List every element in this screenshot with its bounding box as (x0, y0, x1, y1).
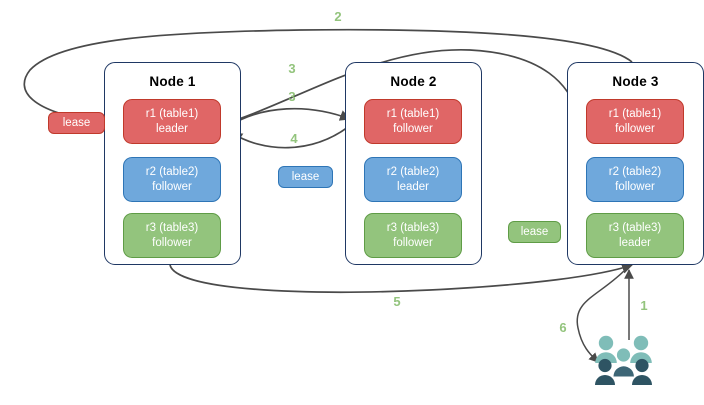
replica-name: r2 (table2) (145, 166, 199, 178)
replica-role: follower (152, 180, 192, 193)
replica-role: leader (397, 180, 429, 193)
replica-node2-r1[interactable]: r1 (table1) follower (364, 99, 462, 144)
node-card-node2[interactable]: Node 2 r1 (table1) follower r2 (table2) … (345, 62, 482, 265)
replica-role: follower (152, 236, 192, 249)
replica-name: r2 (table2) (608, 166, 662, 178)
node-title: Node 1 (149, 74, 196, 89)
replica-name: r1 (table1) (386, 108, 440, 120)
replica-role: follower (615, 122, 655, 135)
replica-node1-r3[interactable]: r3 (table3) follower (123, 213, 221, 258)
step-label-2: 2 (334, 9, 342, 24)
replica-role: leader (156, 122, 188, 135)
replica-role: follower (393, 236, 433, 249)
node-title: Node 3 (612, 74, 659, 89)
replica-name: r3 (table3) (608, 222, 662, 234)
replica-role: leader (619, 236, 651, 249)
step-label-6: 6 (559, 320, 567, 335)
replica-node2-r3[interactable]: r3 (table3) follower (364, 213, 462, 258)
step-label-1: 1 (640, 298, 648, 313)
node-card-node3[interactable]: Node 3 r1 (table1) follower r2 (table2) … (567, 62, 704, 265)
lease-badge-table2[interactable]: lease (278, 166, 333, 188)
node-card-node1[interactable]: Node 1 r1 (table1) leader r2 (table2) fo… (104, 62, 241, 265)
step-label-5: 5 (393, 294, 401, 309)
replica-name: r3 (table3) (386, 222, 440, 234)
edge-step-5 (169, 263, 634, 294)
replica-node3-r1[interactable]: r1 (table1) follower (586, 99, 684, 144)
replica-node1-r1[interactable]: r1 (table1) leader (123, 99, 221, 144)
replica-node2-r2[interactable]: r2 (table2) leader (364, 157, 462, 202)
replica-node3-r3[interactable]: r3 (table3) leader (586, 213, 684, 258)
lease-badge-table3[interactable]: lease (508, 221, 561, 243)
node-title: Node 2 (390, 74, 437, 89)
replica-node3-r2[interactable]: r2 (table2) follower (586, 157, 684, 202)
edge-step-3-lower (225, 107, 352, 129)
replica-name: r1 (table1) (145, 108, 199, 120)
people-icon (595, 335, 652, 385)
replica-name: r3 (table3) (145, 222, 199, 234)
step-label-4: 4 (290, 131, 298, 146)
replica-name: r2 (table2) (386, 166, 440, 178)
replica-role: follower (615, 180, 655, 193)
replica-node1-r2[interactable]: r2 (table2) follower (123, 157, 221, 202)
replica-name: r1 (table1) (608, 108, 662, 120)
step-label-3a: 3 (288, 61, 296, 76)
step-label-3b: 3 (288, 89, 296, 104)
lease-badge-table1[interactable]: lease (48, 112, 105, 134)
replica-role: follower (393, 122, 433, 135)
